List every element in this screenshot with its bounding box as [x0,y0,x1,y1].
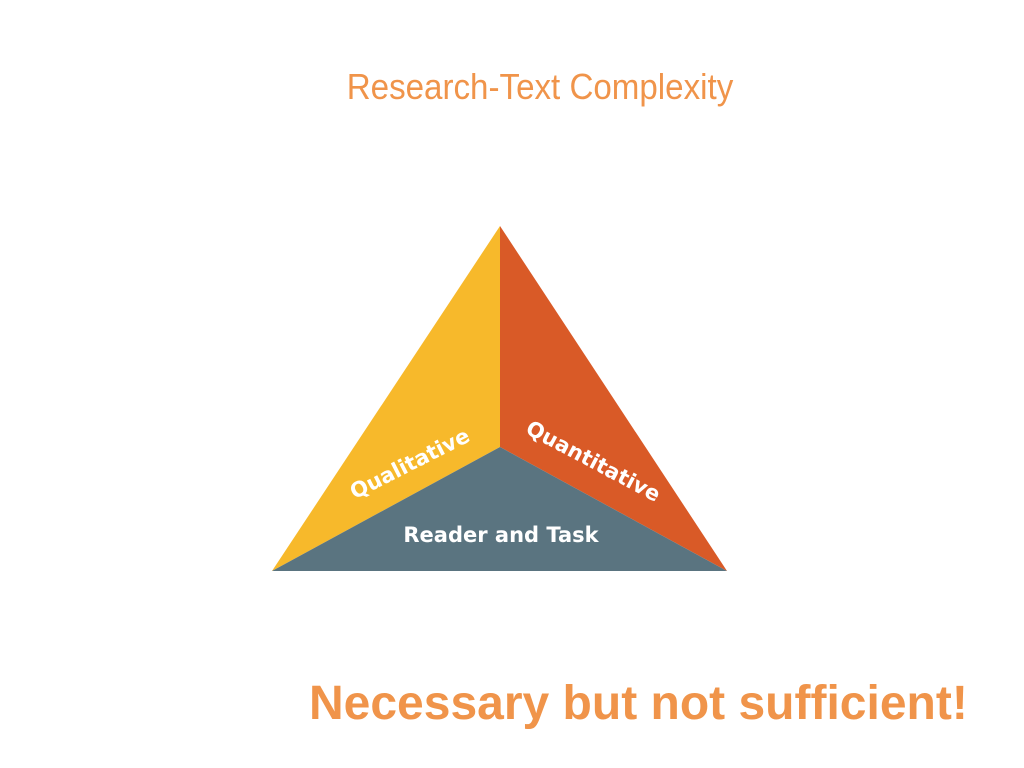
reader-and-task-segment [272,447,727,571]
qualitative-segment [272,226,500,571]
slide-title: Research-Text Complexity [346,66,734,107]
quantitative-segment [500,226,727,571]
footer-statement: Necessary but not sufficient! [309,677,968,730]
reader-and-task-label: Reader and Task [403,523,599,547]
